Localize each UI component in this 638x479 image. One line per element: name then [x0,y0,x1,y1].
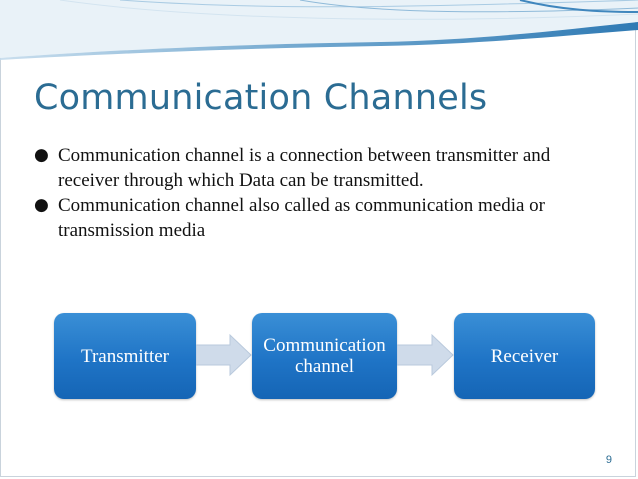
arrow-right-icon [397,333,454,377]
channel-label-line2: channel [294,356,355,377]
page-number: 9 [605,454,612,466]
bullet-item: ● Communication channel also called as c… [34,193,614,243]
bullet-icon: ● [34,145,49,165]
bullet-item: ● Communication channel is a connection … [34,143,614,193]
transmitter-box: Transmitter [54,313,196,399]
arrow-right-icon [196,333,252,377]
slide-title: Communication Channels [34,78,488,118]
communication-channel-box: Communication channel [252,313,397,399]
receiver-box: Receiver [454,313,595,399]
bullet-icon: ● [34,195,49,215]
transmitter-label: Transmitter [81,345,169,367]
receiver-label: Receiver [490,345,559,367]
bullet-text: Communication channel also called as com… [58,195,545,241]
header-wave-decoration [0,0,638,60]
channel-label-line1: Communication [263,335,386,356]
bullet-text: Communication channel is a connection be… [58,145,551,191]
bullet-list: ● Communication channel is a connection … [34,143,614,243]
